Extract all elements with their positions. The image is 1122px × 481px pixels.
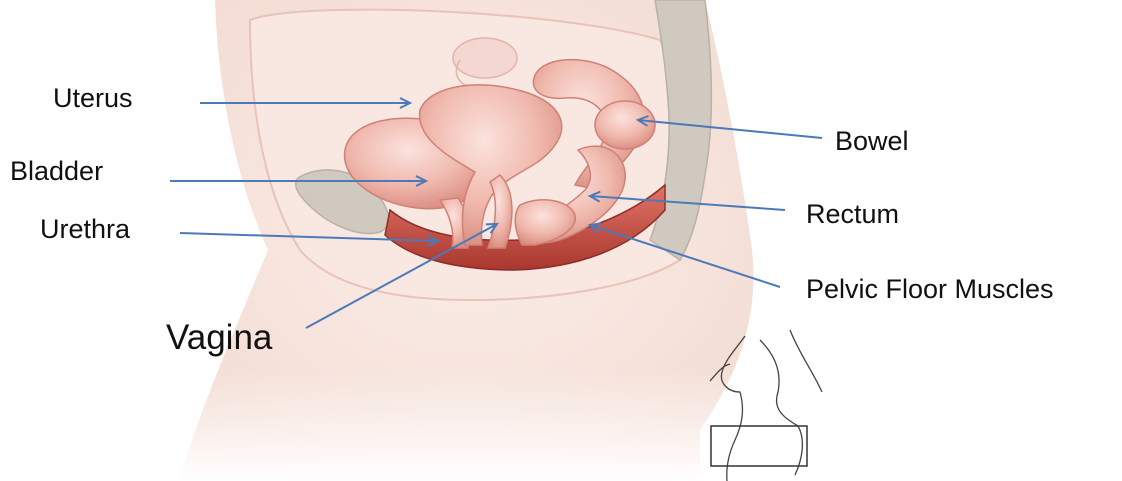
label-rectum: Rectum — [806, 201, 899, 228]
bowel-loop — [595, 101, 655, 149]
label-urethra: Urethra — [40, 216, 130, 243]
label-pelvic-floor-muscles: Pelvic Floor Muscles — [806, 276, 1054, 303]
label-uterus: Uterus — [53, 85, 133, 112]
label-vagina: Vagina — [166, 320, 272, 355]
label-bowel: Bowel — [835, 128, 909, 155]
lower-fade — [170, 370, 770, 481]
label-bladder: Bladder — [10, 158, 103, 185]
